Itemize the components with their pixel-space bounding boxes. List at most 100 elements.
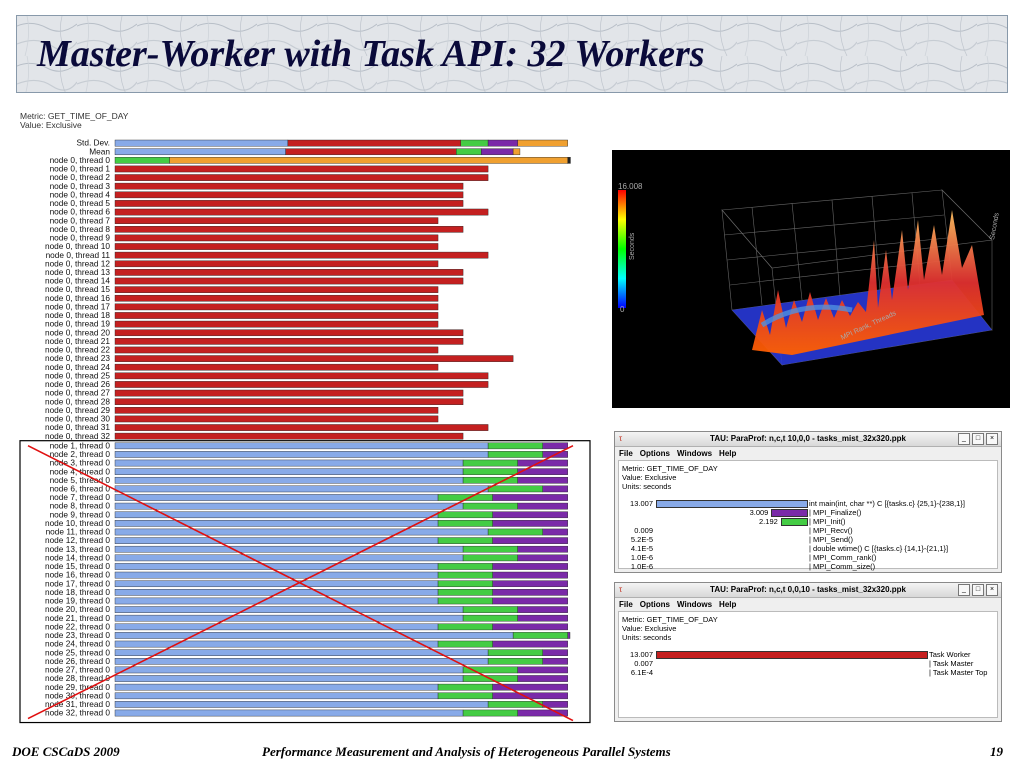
bar-segment bbox=[517, 139, 568, 147]
row-bar bbox=[771, 509, 808, 517]
window-title: TAU: ParaProf: n,c,t 10,0,0 - tasks_mist… bbox=[710, 434, 906, 443]
bar-segment bbox=[517, 545, 568, 553]
bar-segment bbox=[114, 606, 464, 613]
row-label: node 25, thread 0 bbox=[45, 647, 110, 657]
row-label: node 7, thread 0 bbox=[50, 492, 111, 502]
menu-help[interactable]: Help bbox=[719, 599, 737, 609]
metric-info: Metric: GET_TIME_OF_DAY Value: Exclusive… bbox=[622, 615, 718, 642]
maximize-button[interactable]: □ bbox=[972, 433, 984, 445]
bar-segment bbox=[114, 537, 439, 544]
row-label: node 19, thread 0 bbox=[45, 596, 110, 606]
bar-segment bbox=[437, 571, 493, 579]
row-label: node 0, thread 8 bbox=[50, 224, 111, 234]
metric-line: Metric: GET_TIME_OF_DAY bbox=[622, 464, 718, 473]
bar-segment bbox=[517, 502, 568, 510]
row-label: node 0, thread 31 bbox=[45, 422, 110, 432]
row-value: 3.009 bbox=[749, 508, 769, 517]
row-value: 0.009 bbox=[634, 526, 653, 535]
menu-file[interactable]: File bbox=[619, 599, 633, 609]
menu-help[interactable]: Help bbox=[719, 448, 737, 458]
crossout-box bbox=[19, 440, 591, 724]
bar-segment bbox=[437, 537, 493, 544]
row-label: node 14, thread 0 bbox=[45, 552, 110, 562]
row-label: node 0, thread 1 bbox=[50, 164, 111, 174]
row-label: node 0, thread 17 bbox=[45, 301, 110, 311]
bar-segment bbox=[462, 545, 518, 553]
close-button[interactable]: × bbox=[986, 584, 998, 596]
menu-options[interactable]: Options bbox=[639, 599, 670, 609]
row-label: node 0, thread 14 bbox=[45, 276, 110, 286]
row-label: node 0, thread 7 bbox=[50, 215, 111, 225]
bar-segment bbox=[114, 701, 489, 708]
bar-segment bbox=[487, 442, 543, 450]
bar-segment bbox=[492, 563, 568, 570]
row-label: node 0, thread 13 bbox=[45, 267, 110, 277]
bar-segment bbox=[114, 182, 464, 190]
close-button[interactable]: × bbox=[986, 433, 998, 445]
row-label: node 0, thread 12 bbox=[45, 258, 110, 268]
bar-segment bbox=[517, 709, 568, 717]
bar-segment bbox=[517, 468, 568, 475]
bar-segment bbox=[437, 580, 493, 588]
bar-segment bbox=[492, 589, 568, 596]
row-bar bbox=[780, 518, 808, 526]
maximize-button[interactable]: □ bbox=[972, 584, 984, 596]
3d-plot-svg: 16.008 0 Seconds MPI Rank, Threads Secon… bbox=[618, 182, 1001, 366]
bar-segment bbox=[114, 363, 439, 371]
row-label: node 26, thread 0 bbox=[45, 656, 110, 666]
bar-segment bbox=[114, 165, 489, 173]
chart-metric-info: Metric: GET_TIME_OF_DAY Value: Exclusive bbox=[20, 112, 128, 130]
units-line: Units: seconds bbox=[622, 482, 672, 491]
surface-ridge bbox=[752, 210, 984, 355]
menu-file[interactable]: File bbox=[619, 448, 633, 458]
row-value: 13.007 bbox=[630, 650, 653, 659]
bar-segment bbox=[114, 459, 464, 467]
bar-segment bbox=[114, 451, 489, 458]
row-label: Std. Dev. bbox=[76, 138, 110, 148]
marble-texture bbox=[17, 16, 1007, 92]
footer-left: DOE CSCaDS 2009 bbox=[12, 744, 120, 759]
bar-segment bbox=[487, 139, 518, 147]
value-line: Value: Exclusive bbox=[622, 473, 677, 482]
bar-segment bbox=[492, 520, 568, 527]
row-label: node 0, thread 3 bbox=[50, 181, 111, 191]
bar-segment bbox=[517, 666, 568, 674]
bar-segment bbox=[114, 545, 464, 553]
row-label: node 16, thread 0 bbox=[45, 570, 110, 580]
menu-windows[interactable]: Windows bbox=[677, 448, 713, 458]
menu-windows[interactable]: Windows bbox=[677, 599, 713, 609]
bar-segment bbox=[487, 649, 543, 656]
bar-segment bbox=[492, 580, 568, 588]
row-value: 13.007 bbox=[630, 499, 653, 508]
row-label: Task Worker bbox=[929, 650, 971, 659]
bar-segment bbox=[114, 208, 489, 216]
row-label: | MPI_Finalize() bbox=[809, 508, 862, 517]
row-value: 1.0E-6 bbox=[630, 553, 653, 562]
minimize-button[interactable]: _ bbox=[958, 584, 970, 596]
menu-options[interactable]: Options bbox=[639, 448, 670, 458]
color-legend-bar bbox=[618, 190, 626, 308]
bar-segment bbox=[517, 606, 568, 613]
bar-segment bbox=[114, 355, 514, 362]
window-titlebar: τ TAU: ParaProf: n,c,t 0,0,10 - tasks_mi… bbox=[615, 583, 1001, 598]
bar-segment bbox=[517, 459, 568, 467]
bar-segment bbox=[462, 709, 518, 717]
bar-segment bbox=[114, 485, 489, 493]
row-label: | MPI_Send() bbox=[809, 535, 854, 544]
menu-bar: File Options Windows Help bbox=[615, 447, 1001, 459]
bar-segment bbox=[462, 554, 518, 562]
minimize-button[interactable]: _ bbox=[958, 433, 970, 445]
bar-segment bbox=[437, 692, 493, 700]
bar-segment bbox=[114, 494, 439, 501]
bar-segment bbox=[462, 468, 518, 475]
bar-segment bbox=[492, 494, 568, 501]
bar-segment bbox=[114, 640, 439, 648]
row-value: 6.1E-4 bbox=[630, 668, 653, 677]
bar-segment bbox=[114, 234, 439, 242]
window-titlebar: τ TAU: ParaProf: n,c,t 10,0,0 - tasks_mi… bbox=[615, 432, 1001, 447]
row-label: node 0, thread 25 bbox=[45, 370, 110, 380]
bar-segment bbox=[114, 389, 464, 397]
bar-segment bbox=[114, 251, 489, 259]
bar-segment bbox=[437, 511, 493, 519]
bar-segment bbox=[114, 502, 464, 510]
